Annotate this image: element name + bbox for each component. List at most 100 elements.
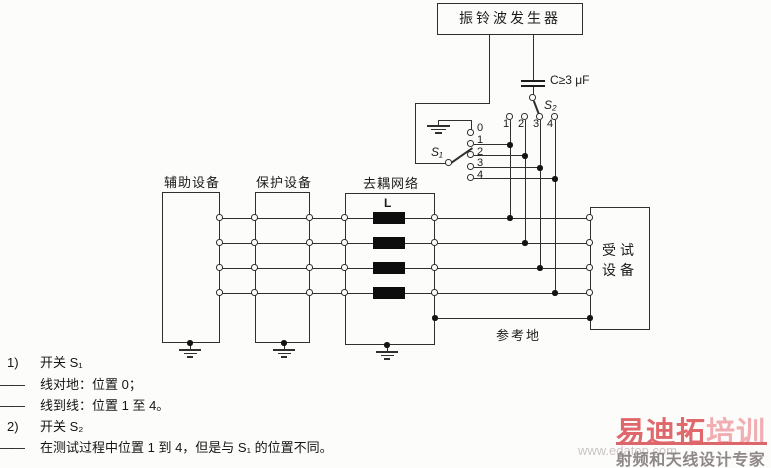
eut-label-line2: 设备: [602, 262, 638, 278]
note-line-2: —— 线对地：位置 0；: [0, 377, 142, 393]
s1-ground-bracket: [438, 120, 472, 122]
note-2-marker: ——: [0, 377, 25, 392]
note-4-marker: 2): [7, 419, 19, 434]
s1-contact-1: [467, 140, 474, 147]
s1-position-0-label: 0: [477, 122, 484, 134]
s1-contact-4: [467, 174, 474, 181]
protection-ground-bar1: [273, 349, 295, 351]
s1-position-1-label: 1: [477, 134, 484, 146]
protection-right-terminal-4: [306, 289, 313, 296]
eut-terminal-2: [586, 239, 593, 246]
circuit-wire-3: [220, 268, 590, 270]
wire4-junction: [552, 290, 558, 296]
s1-contact-2: [467, 151, 474, 158]
decoupling-left-terminal-1: [341, 214, 348, 221]
s2-label: S₂: [544, 98, 557, 112]
s2-position-3-label: 3: [533, 118, 540, 130]
s2-pivot-terminal: [529, 94, 536, 101]
eut-terminal-3: [586, 264, 593, 271]
aux-ground-junction: [187, 340, 193, 346]
s1-contact0-riser: [471, 120, 473, 130]
s1-contact2-tie-line: [474, 155, 525, 157]
s2-contact2-drop-wire: [525, 120, 527, 243]
note-1-text: 开关 S₁: [40, 355, 83, 370]
reference-ground-eut-junction: [587, 315, 593, 321]
s1-ground-bar1: [427, 125, 450, 127]
wire3-junction: [537, 265, 543, 271]
note-line-5: —— 在测试过程中位置 1 到 4，但是与 S₁ 的位置不同。: [0, 440, 333, 456]
inductor-2: [373, 237, 405, 249]
s2-contact3-drop-wire: [540, 120, 542, 268]
decoupling-left-terminal-4: [341, 289, 348, 296]
generator-box: [437, 3, 583, 35]
protection-ground-bar2: [277, 352, 291, 355]
watermark-underline: [616, 442, 767, 445]
s2-position-1-label: 1: [503, 118, 510, 130]
s1-pivot-terminal: [445, 159, 452, 166]
protection-right-terminal-1: [306, 214, 313, 221]
auxiliary-equipment-label: 辅助设备: [164, 175, 221, 190]
decoupling-left-terminal-3: [341, 264, 348, 271]
note-5-marker: ——: [0, 440, 25, 455]
aux-ground-bar1: [179, 349, 201, 351]
note-line-3: —— 线到线：位置 1 至 4。: [0, 398, 169, 414]
inductor-1: [373, 212, 405, 224]
s1-tie4-junction: [552, 176, 558, 182]
protection-left-terminal-2: [251, 239, 258, 246]
s2-contact1-drop-wire: [510, 120, 512, 218]
s2-contact4-drop-wire: [555, 120, 557, 293]
generator-label: 振铃波发生器: [459, 10, 561, 26]
decoupling-ground-bar1: [376, 351, 398, 353]
s1-tie1-junction: [507, 142, 513, 148]
protection-equipment-label: 保护设备: [256, 175, 313, 190]
s1-contact-3: [467, 163, 474, 170]
s2-contact-4: [551, 113, 558, 120]
s1-ground-bar3: [435, 132, 442, 134]
wire1-junction: [507, 215, 513, 221]
s2-contact-3: [536, 113, 543, 120]
auxiliary-equipment-box: [162, 192, 220, 343]
s2-position-2-label: 2: [518, 118, 525, 130]
decoupling-ground-bar3: [384, 358, 390, 360]
s1-ground-bar2: [431, 128, 446, 131]
generator-left-lead: [489, 35, 491, 103]
watermark-url: www.edatop.com: [578, 443, 677, 458]
note-4-text: 开关 S₂: [40, 419, 84, 434]
inductor-3: [373, 262, 405, 274]
capacitor-to-s2-pivot: [533, 87, 535, 96]
aux-terminal-4: [216, 289, 223, 296]
protection-right-terminal-3: [306, 264, 313, 271]
aux-ground-stem: [190, 343, 192, 349]
wire2-junction: [522, 240, 528, 246]
s1-tie3-junction: [537, 165, 543, 171]
circuit-wire-4: [220, 293, 590, 295]
decoupling-right-terminal-1: [431, 214, 438, 221]
s1-tie2-junction: [522, 153, 528, 159]
note-line-1: 1) 开关 S₁: [0, 355, 83, 371]
note-line-4: 2) 开关 S₂: [0, 419, 83, 435]
circuit-wire-2: [220, 243, 590, 245]
aux-terminal-1: [216, 214, 223, 221]
protection-left-terminal-1: [251, 214, 258, 221]
reference-ground-label: 参考地: [496, 328, 542, 343]
decoupling-network-label: 去耦网络: [363, 176, 420, 191]
watermark-slogan: 射频和天线设计专家: [616, 452, 766, 468]
inductor-label: L: [384, 196, 392, 210]
protection-right-terminal-2: [306, 239, 313, 246]
s2-contact-1: [506, 113, 513, 120]
aux-ground-bar2: [183, 352, 197, 355]
note-5-text: 在测试过程中位置 1 到 4，但是与 S₁ 的位置不同。: [40, 440, 333, 455]
decoupling-left-terminal-2: [341, 239, 348, 246]
s2-position-4-label: 4: [547, 118, 554, 130]
note-3-text: 线到线：位置 1 至 4。: [40, 398, 170, 413]
s1-feed-to-pivot: [415, 163, 447, 165]
decoupling-right-terminal-3: [431, 264, 438, 271]
s1-feed-vertical: [415, 103, 417, 163]
capacitor-plate-bottom: [521, 85, 545, 87]
generator-right-lead: [533, 35, 535, 80]
eut-terminal-4: [586, 289, 593, 296]
capacitor-plate-top: [521, 80, 545, 82]
note-1-marker: 1): [7, 355, 19, 370]
s1-label: S₁: [431, 145, 443, 159]
capacitor-label: C≥3 μF: [550, 73, 590, 87]
